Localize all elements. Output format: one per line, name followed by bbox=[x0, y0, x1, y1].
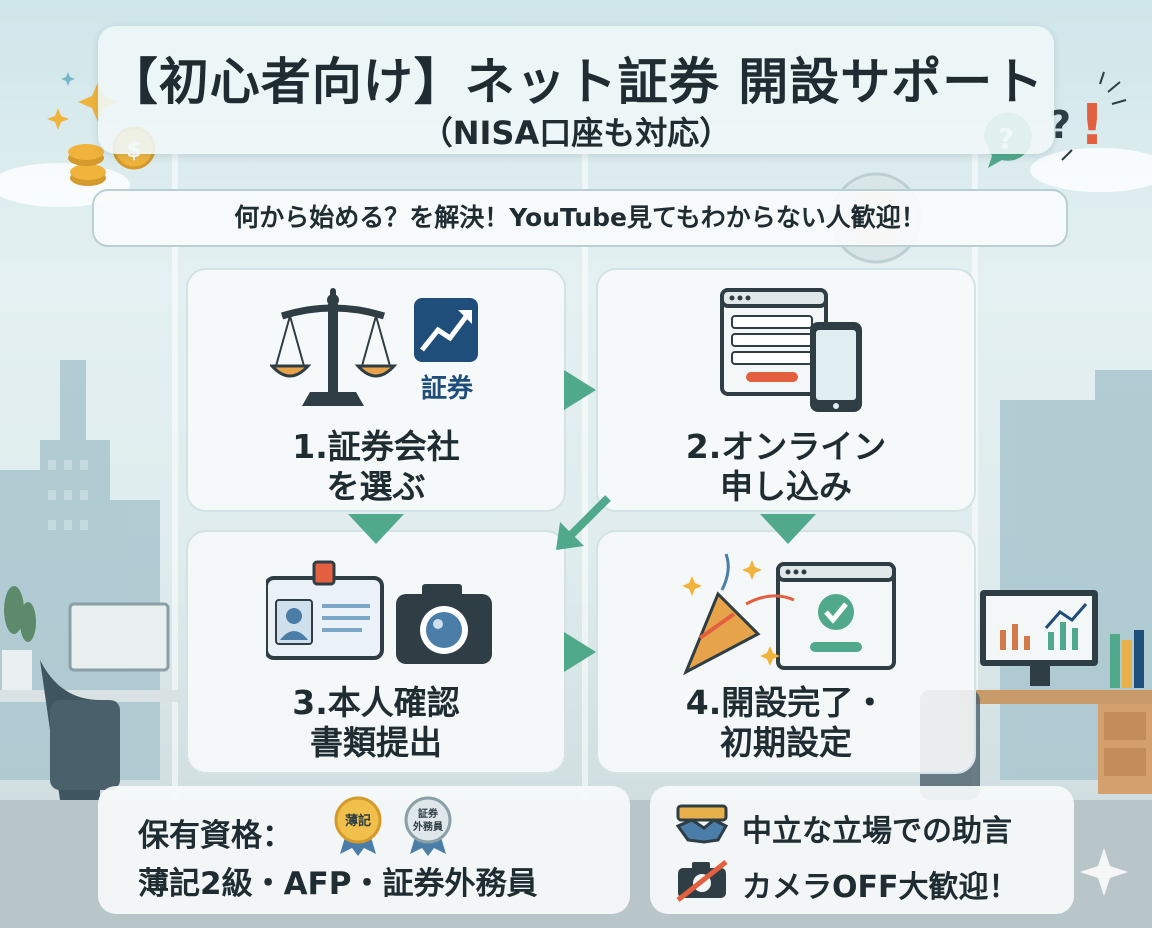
step-1-line-2: を選ぶ bbox=[326, 467, 426, 506]
tagline-banner: 何から始める？を解決！YouTube見てもわからない人歓迎！ bbox=[92, 189, 1068, 247]
step-1-line-1: 1.証券会社 bbox=[292, 427, 460, 466]
qualifications-label: 保有資格： bbox=[138, 818, 293, 854]
main-title: 【初心者向け】ネット証券 開設サポート bbox=[107, 53, 1045, 111]
step-4-line-1: 4.開設完了・ bbox=[685, 683, 887, 722]
step-2-line-1: 2.オンライン bbox=[685, 427, 887, 466]
arrow-down-icon bbox=[348, 514, 404, 544]
feature-neutral-advice: 中立な立場での助言 bbox=[742, 814, 1012, 849]
celebration-complete-icon bbox=[682, 553, 896, 676]
step-card-3: 3.本人確認 書類提出 bbox=[186, 530, 566, 774]
medal-label-1: 薄記 bbox=[345, 813, 371, 829]
step-4-line-2: 初期設定 bbox=[720, 723, 852, 762]
arrow-diagonal-icon bbox=[556, 495, 611, 550]
step-card-1: 証券 1.証券会社 を選ぶ bbox=[186, 268, 566, 512]
arrow-right-icon bbox=[564, 632, 596, 672]
medal-label-2b: 外務員 bbox=[412, 820, 443, 833]
step-2-line-2: 申し込み bbox=[720, 467, 852, 506]
brokerage-badge-label: 証券 bbox=[420, 374, 473, 404]
svg-text:?: ? bbox=[1049, 103, 1071, 147]
handshake-icon bbox=[675, 804, 729, 844]
step-3-line-1: 3.本人確認 bbox=[292, 683, 460, 722]
medal-icon: 証券 外務員 bbox=[404, 796, 452, 856]
step-3-line-2: 書類提出 bbox=[310, 723, 442, 762]
subtitle: （NISA口座も対応） bbox=[420, 114, 732, 152]
online-form-icon bbox=[720, 288, 862, 412]
arrow-right-icon bbox=[564, 370, 596, 410]
camera-off-icon bbox=[676, 860, 728, 902]
arrow-down-icon bbox=[760, 514, 816, 544]
step-card-2: 2.オンライン 申し込み bbox=[596, 268, 976, 512]
feature-camera-off: カメラOFF大歓迎！ bbox=[742, 870, 1019, 905]
id-card-camera-icon bbox=[266, 560, 492, 664]
brokerage-logo bbox=[414, 298, 478, 362]
medal-label-2a: 証券 bbox=[418, 807, 439, 820]
qualifications-panel: 保有資格： 薄記 証券 外務員 薄記2級・AFP・証券外務員 bbox=[98, 786, 630, 914]
title-panel: 【初心者向け】ネット証券 開設サポート （NISA口座も対応） bbox=[98, 26, 1054, 154]
chart-up-icon bbox=[420, 310, 472, 352]
features-panel: 中立な立場での助言 カメラOFF大歓迎！ bbox=[650, 786, 1074, 914]
svg-text:!: ! bbox=[1079, 93, 1105, 158]
medal-icon: 薄記 bbox=[334, 796, 382, 856]
step-card-4: 4.開設完了・ 初期設定 bbox=[596, 530, 976, 774]
qualifications-list: 薄記2級・AFP・証券外務員 bbox=[138, 866, 538, 902]
scales-icon bbox=[270, 288, 398, 406]
